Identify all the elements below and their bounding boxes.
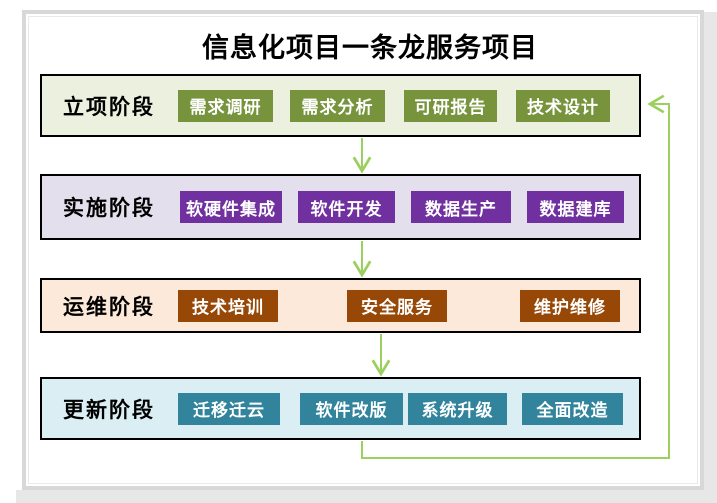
task-chip: 全面改造: [522, 392, 623, 425]
task-chip: 可研报告: [404, 89, 497, 122]
stage-label: 立项阶段: [63, 94, 155, 119]
task-chip: 需求调研: [178, 89, 273, 122]
task-chip: 数据建库: [527, 191, 624, 223]
page-edge-right: [704, 12, 717, 503]
task-chip: 软件开发: [298, 191, 395, 223]
task-chip: 数据生产: [411, 191, 511, 223]
task-chip: 系统升级: [408, 392, 507, 425]
figure-frame-inner-line: [28, 16, 698, 484]
task-chip: 技术培训: [178, 289, 278, 322]
stage-row-update: 更新阶段 迁移迁云 软件改版 系统升级 全面改造: [40, 377, 641, 440]
stage-row-operations: 运维阶段 技术培训 安全服务 维护维修: [40, 278, 641, 333]
task-chip: 维护维修: [520, 289, 620, 322]
task-chip: 软件改版: [300, 392, 403, 425]
task-chip: 安全服务: [347, 289, 447, 322]
task-chip: 迁移迁云: [178, 392, 280, 425]
stage-row-initiation: 立项阶段 需求调研 需求分析 可研报告 技术设计: [40, 74, 641, 137]
stage-label: 更新阶段: [63, 397, 155, 422]
diagram-title: 信息化项目一条龙服务项目: [202, 33, 538, 63]
stage-label: 运维阶段: [63, 294, 155, 319]
stage-row-implementation: 实施阶段 软硬件集成 软件开发 数据生产 数据建库: [40, 174, 641, 240]
task-chip: 技术设计: [516, 89, 610, 122]
page-edge-bottom: [16, 490, 717, 503]
task-chip: 软硬件集成: [180, 191, 282, 223]
task-chip: 需求分析: [290, 89, 385, 122]
stage-label: 实施阶段: [63, 196, 155, 220]
